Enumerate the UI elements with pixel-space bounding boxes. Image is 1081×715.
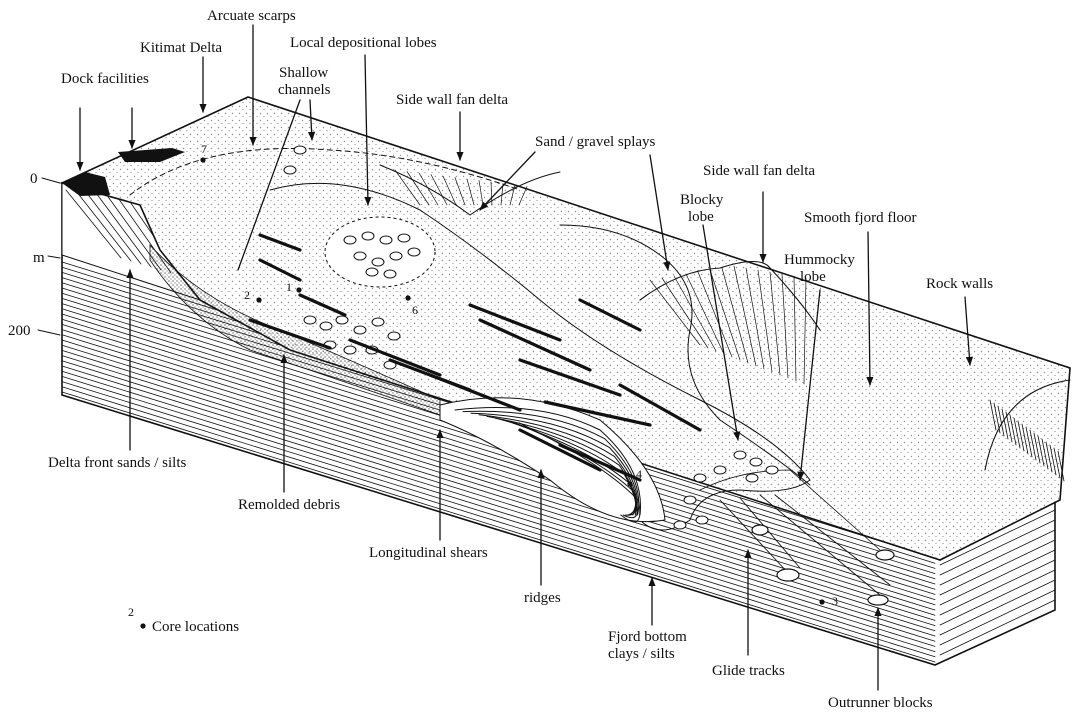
debris-block — [684, 496, 696, 504]
depth-0-label: 0 — [30, 171, 38, 187]
core-number-2: 2 — [244, 288, 250, 302]
label-hummocky-lobe-2: lobe — [800, 269, 826, 285]
debris-block — [372, 258, 384, 266]
debris-block — [750, 458, 762, 466]
label-blocky-lobe-1: Blocky — [680, 192, 724, 208]
core-number-6: 6 — [412, 303, 418, 317]
label-longitudinal-shears: Longitudinal shears — [369, 545, 488, 561]
debris-block — [746, 474, 758, 482]
core-location-1 — [296, 287, 301, 292]
debris-block — [372, 318, 384, 326]
debris-block — [354, 326, 366, 334]
debris-block — [408, 248, 420, 256]
core-number-3: 3 — [832, 594, 838, 608]
label-glide-tracks: Glide tracks — [712, 663, 785, 679]
label-hummocky-lobe-1: Hummocky — [784, 252, 855, 268]
label-sand-gravel-splays: Sand / gravel splays — [535, 134, 656, 150]
label-rock-walls: Rock walls — [926, 276, 993, 292]
label-outrunner-blocks: Outrunner blocks — [828, 695, 933, 711]
debris-block — [344, 236, 356, 244]
label-side-wall-fan-delta-1: Side wall fan delta — [396, 92, 508, 108]
label-fjord-bottom-2: clays / silts — [608, 646, 675, 662]
debris-block — [384, 270, 396, 278]
legend: 2 Core locations — [128, 605, 239, 635]
core-location-3 — [819, 599, 824, 604]
debris-block — [696, 516, 708, 524]
legend-text: Core locations — [152, 619, 239, 635]
core-number-1: 1 — [286, 280, 292, 294]
debris-block — [388, 332, 400, 340]
debris-block — [380, 236, 392, 244]
depth-scale: 0 m 200 — [8, 171, 60, 339]
label-local-depositional-lobes: Local depositional lobes — [290, 35, 437, 51]
debris-block — [398, 234, 410, 242]
core-location-4 — [627, 481, 632, 486]
core-location-7 — [200, 157, 205, 162]
depth-unit-label: m — [33, 250, 45, 266]
debris-block — [766, 466, 778, 474]
core-number-7: 7 — [201, 142, 207, 156]
core-number-4: 4 — [636, 467, 642, 481]
debris-block — [320, 322, 332, 330]
debris-block — [354, 252, 366, 260]
label-side-wall-fan-delta-2: Side wall fan delta — [703, 163, 815, 179]
core-location-2 — [256, 297, 261, 302]
debris-block — [336, 316, 348, 324]
label-blocky-lobe-2: lobe — [688, 209, 714, 225]
debris-block — [366, 268, 378, 276]
debris-block — [304, 316, 316, 324]
debris-block — [294, 146, 306, 154]
label-shallow-channels-1: Shallow — [279, 65, 328, 81]
label-smooth-fjord-floor: Smooth fjord floor — [804, 210, 917, 226]
label-kitimat-delta: Kitimat Delta — [140, 40, 222, 56]
legend-dot — [140, 623, 145, 628]
debris-block — [674, 521, 686, 529]
debris-block — [694, 474, 706, 482]
debris-block — [714, 466, 726, 474]
label-dock-facilities: Dock facilities — [61, 71, 149, 87]
core-location-6 — [405, 295, 410, 300]
label-fjord-bottom-1: Fjord bottom — [608, 629, 687, 645]
debris-block — [390, 252, 402, 260]
label-arcuate-scarps: Arcuate scarps — [207, 8, 296, 24]
debris-block — [284, 166, 296, 174]
legend-number: 2 — [128, 605, 134, 619]
label-shallow-channels-2: channels — [278, 82, 331, 98]
label-delta-front: Delta front sands / silts — [48, 455, 186, 471]
debris-block — [734, 451, 746, 459]
debris-block — [362, 232, 374, 240]
depth-200-label: 200 — [8, 323, 31, 339]
label-ridges: ridges — [524, 590, 561, 606]
label-remolded-debris: Remolded debris — [238, 497, 340, 513]
debris-block — [344, 346, 356, 354]
